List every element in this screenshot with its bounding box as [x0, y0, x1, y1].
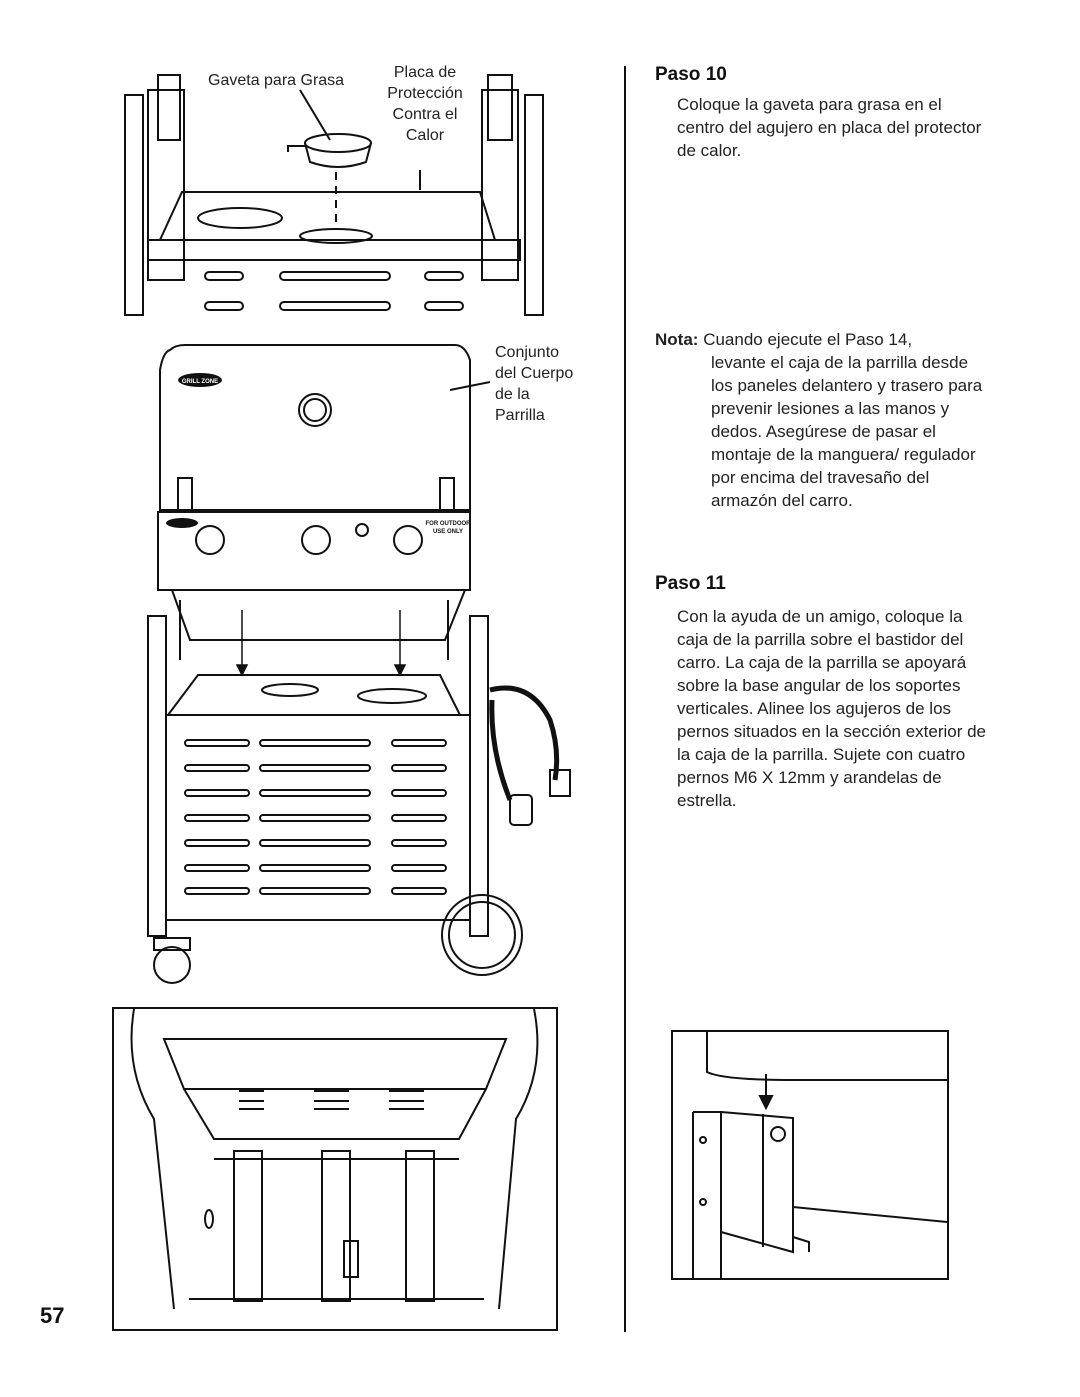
- page-number: 57: [40, 1303, 65, 1328]
- note-body: levante el caja de la parrilla desde los…: [711, 353, 983, 510]
- label-grease-tray: Gaveta para Grasa: [208, 72, 345, 89]
- figure-interior-view: [112, 1007, 558, 1331]
- column-divider: [624, 66, 626, 1332]
- label-heat-shield: Placa de Protección Contra el Calor: [387, 64, 463, 144]
- brand-logo: GRILL ZONE: [182, 379, 218, 385]
- grill-assembly-illustration: GRILL ZONE FOR OUTDOOR USE ONLY: [147, 344, 571, 984]
- label-grill-body: Conjunto del Cuerpo de la Parrilla: [495, 344, 574, 424]
- step10-body: Coloque la gaveta para grasa en el centr…: [677, 95, 982, 160]
- step11-body: Con la ayuda de un amigo, coloque la caj…: [677, 607, 987, 810]
- bracket-illustration: [692, 1032, 948, 1278]
- figure-bracket-detail: [671, 1030, 949, 1280]
- panel-text-for-outdoor: FOR OUTDOOR: [426, 521, 472, 527]
- note-label: Nota:: [655, 330, 699, 349]
- figure-middle: GRILL ZONE FOR OUTDOOR USE ONLY Conjunto…: [130, 340, 600, 990]
- note-block: Nota: Cuando ejecute el Paso 14,: [655, 328, 985, 351]
- panel-text-use-only: USE ONLY: [433, 529, 463, 535]
- step10-title: Paso 10: [655, 64, 727, 85]
- figure-top: Gaveta para Grasa Placa de Protección Co…: [120, 60, 590, 320]
- step11-title: Paso 11: [655, 573, 726, 594]
- interior-illustration: [130, 1008, 539, 1310]
- cart-top-illustration: [124, 74, 544, 316]
- note-first-line: Cuando ejecute el Paso 14,: [703, 330, 913, 349]
